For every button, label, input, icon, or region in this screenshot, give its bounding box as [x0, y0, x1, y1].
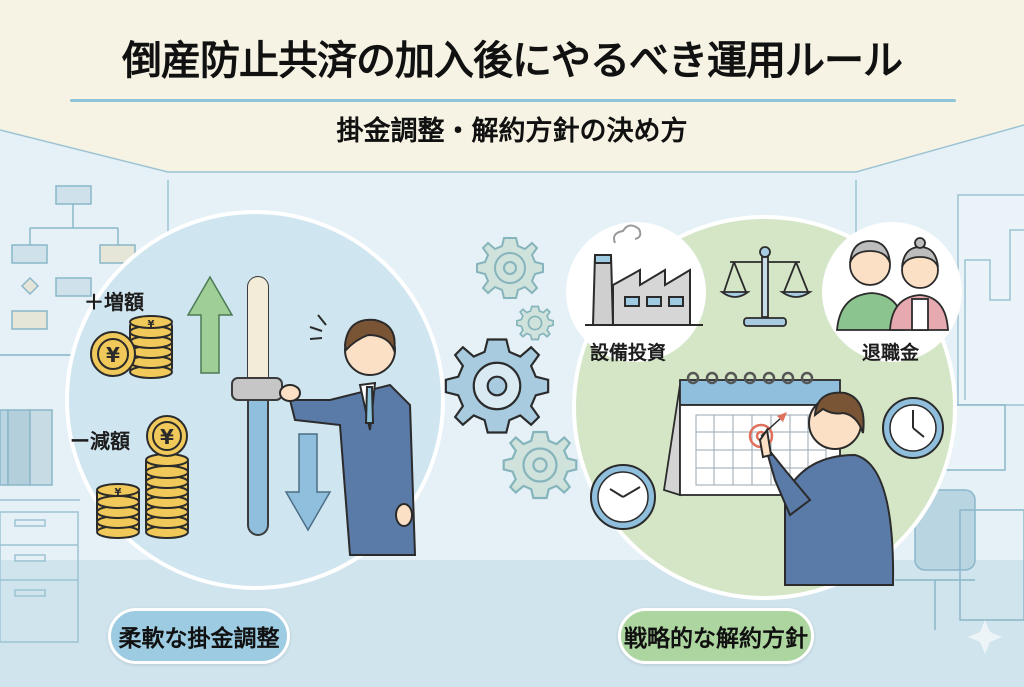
page-title: 倒産防止共済の加入後にやるべき運用ルール	[122, 38, 903, 84]
svg-text:¥: ¥	[148, 319, 155, 330]
page-subtitle: 掛金調整・解約方針の決め方	[336, 116, 688, 147]
elderly-couple-icon	[836, 237, 949, 331]
up-arrow-icon	[186, 275, 234, 374]
equipment-investment-label: 設備投資	[590, 342, 667, 364]
increase-label: ＋増額	[84, 290, 144, 314]
clock-icon	[882, 397, 944, 459]
svg-text:¥: ¥	[160, 425, 174, 449]
down-arrow-icon	[284, 433, 332, 532]
clock-icon	[590, 464, 656, 530]
slider-icon[interactable]	[230, 275, 290, 545]
yen-coin-stack-icon: ¥ ¥ ¥ ¥	[90, 315, 189, 539]
flexible-premium-adjustment-caption: 柔軟な掛金調整	[108, 608, 290, 664]
businessman-icon	[279, 314, 417, 556]
svg-text:¥: ¥	[115, 487, 122, 498]
decrease-label: ー減額	[70, 429, 130, 453]
retirement-allowance-label: 退職金	[862, 342, 920, 364]
factory-icon	[585, 224, 703, 326]
strategic-termination-policy-caption: 戦略的な解約方針	[618, 608, 814, 664]
retirement-bubble	[822, 222, 962, 362]
header-edge	[0, 124, 1024, 180]
scale-icon	[719, 246, 813, 327]
svg-text:¥: ¥	[106, 343, 120, 367]
businessman-pointing-icon	[758, 391, 895, 586]
header: 倒産防止共済の加入後にやるべき運用ルール 掛金調整・解約方針の決め方	[0, 0, 1024, 175]
title-divider	[70, 99, 956, 102]
gear-icon	[444, 237, 578, 500]
